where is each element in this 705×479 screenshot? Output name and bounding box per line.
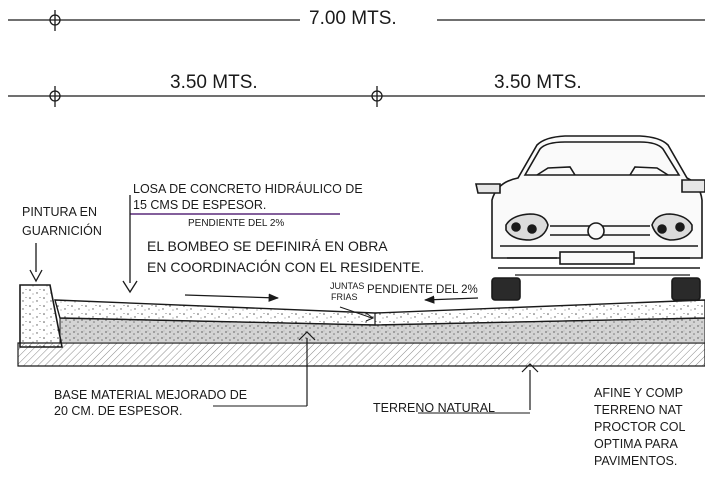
base-label-line1: BASE MATERIAL MEJORADO DE <box>54 388 248 402</box>
dimension-line-halves <box>8 86 705 107</box>
terreno-natural-hatch <box>17 342 705 367</box>
juntas-leader-arrow <box>339 306 375 322</box>
dimension-total-label: 7.00 MTS. <box>309 8 397 29</box>
base-leader-arrow <box>213 331 316 407</box>
terreno-leader-arrow <box>521 363 539 410</box>
bombeo-label-line1: EL BOMBEO SE DEFINIRÁ EN OBRA <box>147 238 388 254</box>
terreno-natural-label: TERRENO NATURAL <box>373 401 496 415</box>
dimension-line-total <box>8 10 705 31</box>
car-illustration <box>475 135 705 301</box>
afine-label-line1: AFINE Y COMP <box>594 386 684 400</box>
dimension-right-label: 3.50 MTS. <box>494 72 582 93</box>
base-label-line2: 20 CM. DE ESPESOR. <box>54 404 183 418</box>
afine-label-line3: PROCTOR COL <box>594 420 686 434</box>
afine-label-line2: TERRENO NAT <box>594 403 683 417</box>
slope-arrow-right <box>423 295 479 304</box>
bombeo-label-line2: EN COORDINACIÓN CON EL RESIDENTE. <box>147 259 425 275</box>
losa-leader-arrow <box>122 195 138 294</box>
afine-label-line4: OPTIMA PARA <box>594 437 678 451</box>
pintura-label-line2: GUARNICIÓN <box>22 224 102 238</box>
losa-label-line2: 15 CMS DE ESPESOR. <box>133 198 267 212</box>
afine-label-line5: PAVIMENTOS. <box>594 454 678 468</box>
juntas-label-line2: FRIAS <box>331 292 358 302</box>
phi-mark-icon <box>49 10 61 31</box>
pintura-label-line1: PINTURA EN <box>22 205 98 219</box>
juntas-label-line1: JUNTAS <box>330 281 365 291</box>
dimension-left-label: 3.50 MTS. <box>170 72 258 93</box>
pintura-leader-arrow <box>29 243 43 283</box>
phi-mark-icon <box>371 86 383 107</box>
pendiente-right-label: PENDIENTE DEL 2% <box>367 284 478 296</box>
curb <box>19 284 63 348</box>
losa-label-line1: LOSA DE CONCRETO HIDRÁULICO DE <box>133 182 363 196</box>
slope-arrow-left <box>184 293 280 302</box>
pendiente-left-label: PENDIENTE DEL 2% <box>188 218 285 229</box>
phi-mark-icon <box>49 86 61 107</box>
